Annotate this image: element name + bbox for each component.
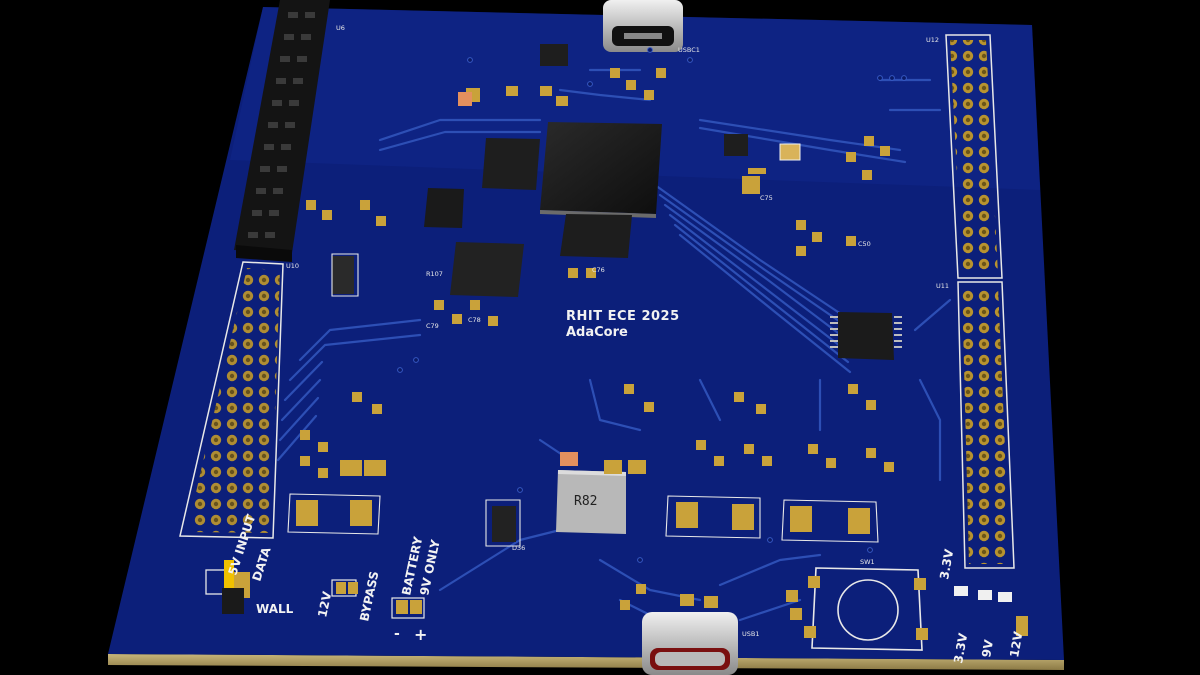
chip-diode — [492, 506, 516, 542]
header-right-bottom: U11 — [936, 281, 1015, 569]
bypass-header — [331, 579, 358, 597]
chip-vertical — [332, 256, 354, 294]
smd-pads — [296, 68, 894, 620]
power-inductor: R82 — [556, 470, 626, 534]
refdes-c50: C50 — [858, 240, 871, 248]
board-title-line1: RHIT ECE 2025 — [566, 309, 680, 324]
refdes-c79: C79 — [426, 322, 439, 330]
refdes-d36: D36 — [512, 544, 525, 552]
chip-ethernet — [450, 242, 524, 297]
label-minus: - — [394, 626, 400, 642]
header-right-top-refdes: U12 — [926, 36, 939, 44]
status-leds — [954, 586, 1028, 636]
memory-chip — [560, 214, 632, 258]
battery-header — [391, 597, 425, 619]
header-top-left: U6 — [234, 0, 345, 262]
board-title-line2: AdaCore — [566, 325, 628, 340]
inductor-label: R82 — [574, 494, 597, 509]
refdes-c76: C76 — [592, 266, 605, 274]
usb-top-refdes: USBC1 — [678, 46, 700, 54]
crystal-component — [779, 143, 801, 161]
chip-u36 — [724, 134, 748, 156]
chip-small-top — [540, 44, 568, 66]
refdes-c75: C75 — [760, 194, 773, 202]
refdes-r107: R107 — [426, 270, 443, 278]
refdes-c78: C78 — [468, 316, 481, 324]
board-edge — [108, 654, 1064, 670]
chip-tssop — [838, 312, 894, 360]
switch-refdes: SW1 — [860, 558, 875, 566]
label-12v: 12V — [315, 590, 334, 619]
pushbutton-switch-icon: SW1 — [804, 558, 928, 651]
label-plus: + — [414, 625, 427, 644]
header-top-left-refdes: U6 — [336, 24, 345, 32]
pcb-board — [108, 7, 1064, 660]
chip-sop8 — [424, 188, 464, 228]
chip-u26 — [482, 138, 540, 190]
capacitor-orange-1 — [458, 92, 472, 106]
label-3v3-top: 3.3V — [937, 547, 956, 580]
label-9v: 9V — [979, 638, 996, 659]
usb-c-connector-top: USBC1 — [603, 0, 700, 54]
chip-tssop-pins — [830, 316, 902, 348]
silk-outlines — [287, 253, 879, 547]
main-processor-chip — [540, 122, 662, 218]
label-wall: WALL — [256, 602, 294, 616]
header-right-bottom-refdes: U11 — [936, 282, 949, 290]
usb-bottom-refdes: USB1 — [742, 630, 759, 638]
header-left: U10 — [179, 261, 299, 539]
header-right-top: U12 — [926, 34, 1003, 279]
usb-c-connector-bottom: USB1 — [642, 612, 759, 675]
capacitor-orange-2 — [560, 452, 578, 466]
header-left-refdes: U10 — [286, 262, 299, 270]
vias — [397, 47, 907, 563]
label-12v-right: 12V — [1007, 630, 1025, 659]
jumper-icon — [205, 560, 250, 614]
label-3v3-bottom: 3.3V — [951, 631, 970, 664]
